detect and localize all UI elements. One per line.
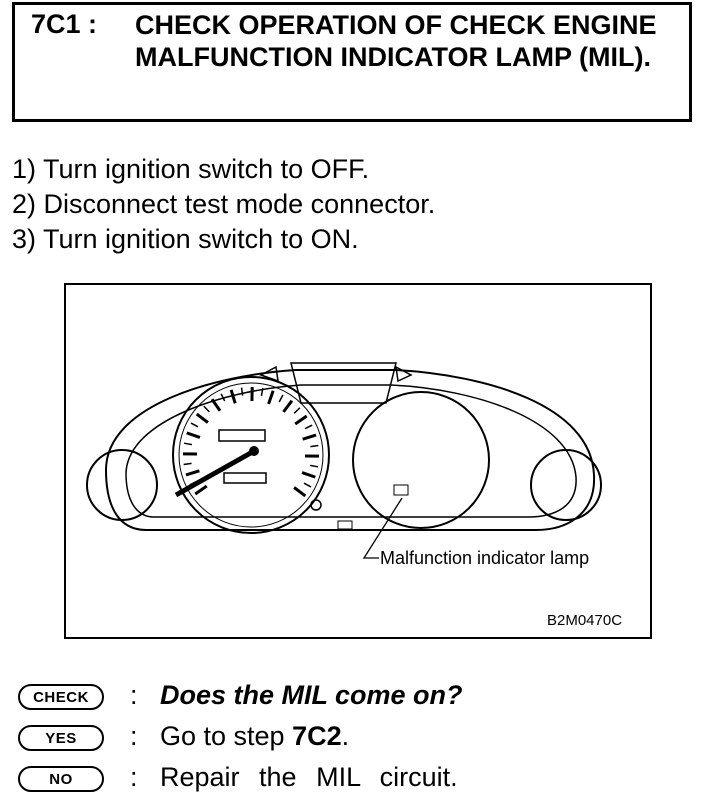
speedometer-tick (267, 390, 275, 405)
warning-lamp (337, 520, 353, 530)
top-indicator-housing (290, 362, 397, 404)
instrument-cluster-drawing (86, 362, 602, 559)
no-answer: Repair the MIL circuit. (160, 762, 458, 792)
speedometer-tick (301, 471, 316, 479)
yes-row: YES : Go to step 7C2. (18, 721, 698, 757)
speedometer-tick (282, 399, 294, 413)
next-step-ref: 7C2 (292, 721, 342, 751)
speedometer-tick (220, 393, 226, 402)
tripmeter-display (223, 472, 267, 484)
right-turn-indicator (395, 365, 413, 383)
cluster-housing (104, 369, 596, 531)
speedometer-tick (303, 482, 312, 488)
speedometer-tick (195, 412, 209, 424)
speedometer-tick (194, 484, 208, 496)
speedometer-tick (260, 387, 264, 397)
speedometer-tick (183, 442, 193, 446)
step-header-box: 7C1 : CHECK OPERATION OF CHECK ENGINE MA… (12, 2, 692, 122)
speedometer-tick (240, 387, 244, 396)
check-badge: CHECK (18, 684, 104, 710)
speedometer-hub (249, 446, 259, 456)
procedure-step-1: 1) Turn ignition switch to OFF. (12, 154, 370, 184)
speedometer-tick (186, 431, 201, 439)
speedometer-tick (302, 433, 317, 441)
check-question: Does the MIL come on? (160, 680, 463, 710)
yes-answer-suffix: . (341, 721, 350, 751)
speedometer-tick (229, 389, 237, 404)
yes-answer: Go to step 7C2. (160, 721, 349, 752)
reset-knob (310, 499, 322, 511)
tachometer-gauge (352, 391, 490, 529)
yes-answer-prefix: Go to step (160, 721, 293, 751)
no-row: NO : Repair the MIL circuit. (18, 762, 698, 798)
procedure-step-3: 3) Turn ignition switch to ON. (12, 224, 359, 254)
speedometer-tick (293, 486, 307, 498)
speedometer-inner-rim (178, 382, 324, 528)
no-colon: : (130, 762, 138, 792)
speedometer-tick (210, 398, 222, 412)
check-row: CHECK : Does the MIL come on? (18, 680, 698, 716)
instrument-cluster-figure (64, 283, 652, 639)
speedometer-tick (278, 394, 284, 403)
procedure-step-2: 2) Disconnect test mode connector. (12, 189, 436, 219)
procedure-steps: 1) Turn ignition switch to OFF. 2) Disco… (12, 152, 435, 257)
left-small-gauge (86, 449, 158, 521)
yes-badge: YES (18, 725, 104, 751)
speedometer-tick (309, 464, 319, 468)
check-colon: : (130, 680, 138, 710)
speedometer-tick (293, 407, 301, 414)
speedometer-tick (294, 414, 308, 426)
speedometer-tick (310, 444, 319, 448)
step-title: CHECK OPERATION OF CHECK ENGINE MALFUNCT… (135, 10, 657, 72)
left-turn-indicator (259, 365, 279, 383)
callout-leader-line (362, 497, 403, 559)
speedometer-needle (174, 447, 258, 498)
yes-colon: : (130, 721, 138, 751)
figure-id: B2M0470C (547, 612, 623, 629)
speedometer-tick (185, 469, 200, 477)
mil-callout-label: Malfunction indicator lamp (380, 548, 590, 568)
step-code: 7C1 : (31, 9, 98, 39)
right-small-gauge (530, 449, 602, 521)
speedometer-tick (304, 424, 313, 430)
speedometer-tick (190, 422, 199, 428)
no-badge: NO (18, 766, 104, 792)
speedometer-tick (183, 462, 192, 466)
speedometer-tick (203, 405, 210, 413)
malfunction-indicator-lamp (393, 484, 409, 496)
speedometer-gauge (172, 376, 330, 534)
speedometer-ticks (182, 386, 320, 498)
odometer-display (218, 429, 266, 442)
cluster-inner-rim (125, 384, 577, 518)
